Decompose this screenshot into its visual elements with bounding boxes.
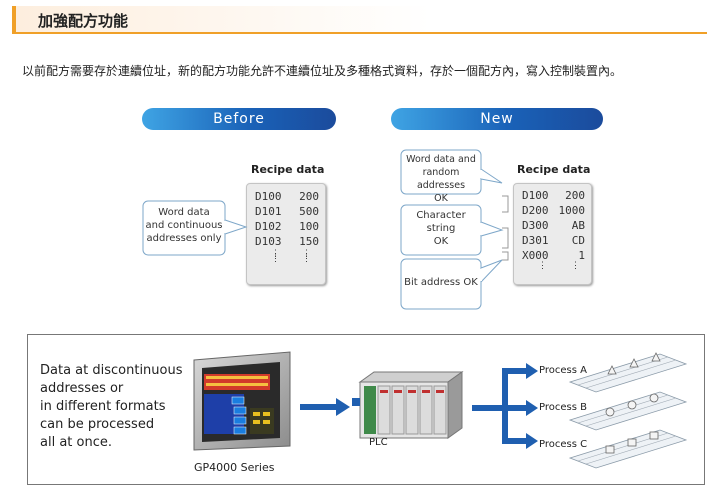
panel-text-line: all at once. (40, 435, 112, 450)
character-callout: Character string OK (416, 210, 466, 247)
panel-text-line: can be processed (40, 417, 155, 432)
process-a-label: Process A (539, 365, 587, 376)
char-callout-shape (400, 204, 504, 256)
plc-label: PLC (369, 437, 388, 448)
gp4000-hmi-icon (193, 351, 291, 451)
word-callout-shape (400, 149, 503, 195)
bit-callout-shape (400, 258, 503, 310)
new-recipe-title: Recipe data (517, 163, 591, 176)
ellipsis-dots: ⋮ (538, 261, 547, 271)
conveyor-lines-icon (568, 352, 688, 469)
page-header: 加強配方功能 (12, 6, 707, 34)
process-c-label: Process C (539, 439, 588, 450)
ellipsis-dots: ⋮⋮ (271, 249, 280, 264)
panel-text-line: addresses or (40, 381, 124, 396)
panel-text-line: in different formats (40, 399, 166, 414)
bracket-lines (502, 195, 509, 261)
before-recipe-title: Recipe data (251, 163, 325, 176)
page-title: 加強配方功能 (38, 12, 129, 30)
fork-arrow-icon (472, 363, 538, 449)
plc-rack-icon (352, 371, 464, 439)
arrow-right-icon (300, 398, 350, 416)
gp4000-label: GP4000 Series (194, 461, 275, 474)
panel-text-line: Data at discontinuous (40, 363, 183, 378)
before-pill: Before (142, 108, 336, 130)
word-data-callout: Word data and random addresses OK (406, 154, 476, 204)
before-callout: Word data and continuous addresses only (145, 207, 223, 244)
bit-address-callout: Bit address OK (404, 277, 478, 288)
before-callout-shape (142, 200, 248, 256)
process-b-label: Process B (539, 402, 587, 413)
intro-text: 以前配方需要存於連續位址，新的配方功能允許不連續位址及多種格式資料，存於一個配方… (22, 64, 623, 78)
new-pill: New (391, 108, 603, 130)
ellipsis-dots: ⋮⋮ (302, 249, 311, 264)
ellipsis-dots: ⋮ (571, 261, 580, 271)
